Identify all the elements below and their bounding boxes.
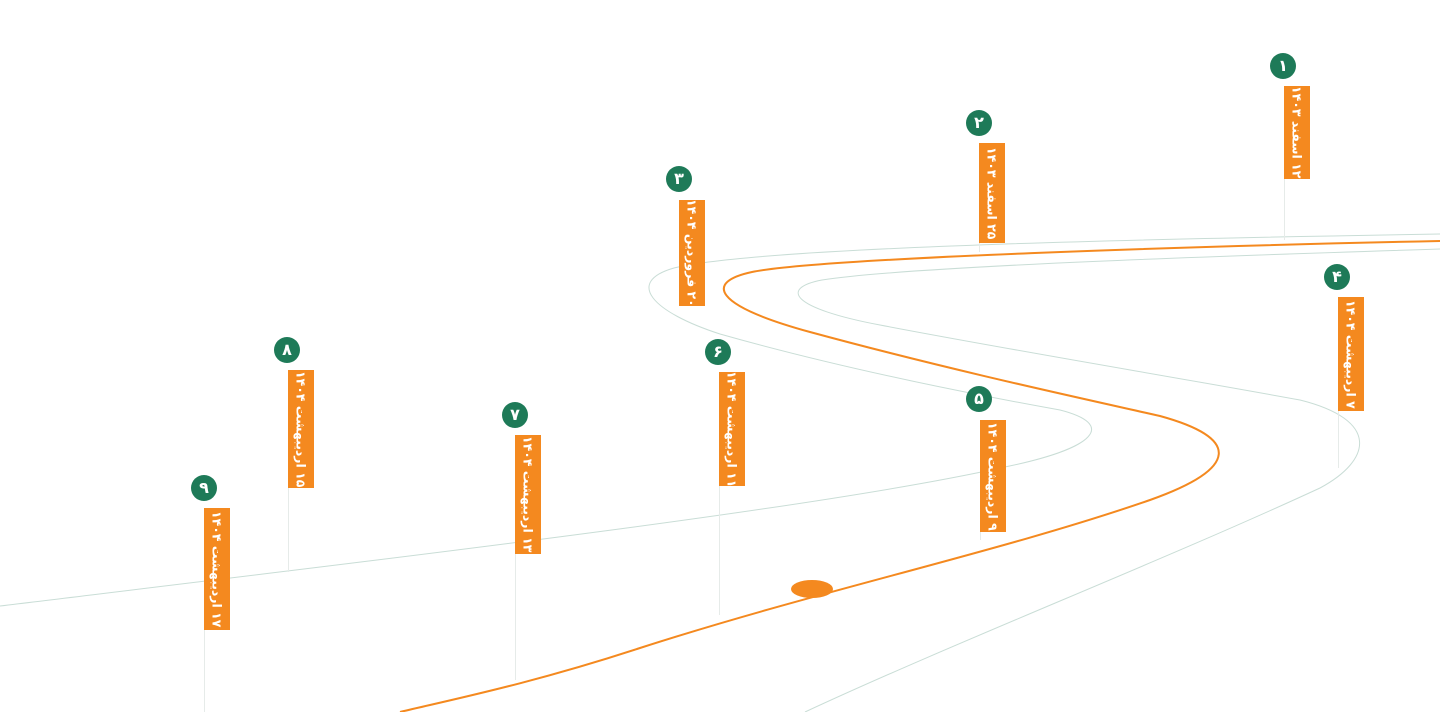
milestone-date-flag: ۱۱ اردیبهشت ۱۴۰۴ [719,370,745,488]
milestone-date-label: ۱۷ اردیبهشت ۱۴۰۴ [209,510,225,628]
milestone-number-badge: ۳ [666,166,692,192]
milestone-date-flag: ۲۵ اسفند ۱۴۰۳ [979,143,1005,243]
milestone-number-badge: ۲ [966,110,992,136]
milestone-date-flag: ۱۷ اردیبهشت ۱۴۰۴ [204,508,230,630]
milestone-number-badge: ۸ [274,337,300,363]
milestone-date-flag: ۲۰ فروردین ۱۴۰۴ [679,199,705,307]
milestone-date-label: ۲۵ اسفند ۱۴۰۳ [984,146,1000,240]
route-line [399,240,1440,712]
route-position-marker [791,580,833,598]
milestone-number-badge: ۱ [1270,53,1296,79]
milestone-date-label: ۱۳ اردیبهشت ۱۴۰۴ [520,436,536,553]
milestone-date-flag: ۷ اردیبهشت ۱۴۰۴ [1338,297,1364,411]
milestone-pole [1338,411,1339,468]
milestone-date-flag: ۱۳ اردیبهشت ۱۴۰۴ [515,435,541,554]
milestone-number-badge: ۴ [1324,264,1350,290]
milestone-date-label: ۱۱ اردیبهشت ۱۴۰۴ [724,370,740,488]
milestone-number-badge: ۶ [705,339,731,365]
milestone-pole [979,243,980,252]
milestone-date-label: ۷ اردیبهشت ۱۴۰۴ [1343,299,1359,409]
milestone-pole [204,630,205,712]
milestone-date-label: ۱۵ اردیبهشت ۱۴۰۴ [293,370,309,488]
milestone-pole [515,554,516,680]
milestone-pole [980,532,981,540]
milestone-number-badge: ۹ [191,475,217,501]
milestone-date-flag: ۹ اردیبهشت ۱۴۰۴ [980,420,1006,532]
milestone-pole [719,486,720,615]
milestone-date-flag: ۱۲ اسفند ۱۴۰۳ [1284,86,1310,179]
milestone-number-badge: ۵ [966,386,992,412]
milestone-pole [288,488,289,572]
milestone-date-label: ۹ اردیبهشت ۱۴۰۴ [985,421,1001,531]
milestone-number-badge: ۷ [502,402,528,428]
milestone-date-label: ۱۲ اسفند ۱۴۰۳ [1289,86,1305,179]
milestone-date-flag: ۱۵ اردیبهشت ۱۴۰۴ [288,370,314,488]
road-inner-edge [797,248,1440,712]
milestone-pole [1284,179,1285,240]
milestone-date-label: ۲۰ فروردین ۱۴۰۴ [684,199,700,307]
road-outer-edge [0,233,1440,607]
